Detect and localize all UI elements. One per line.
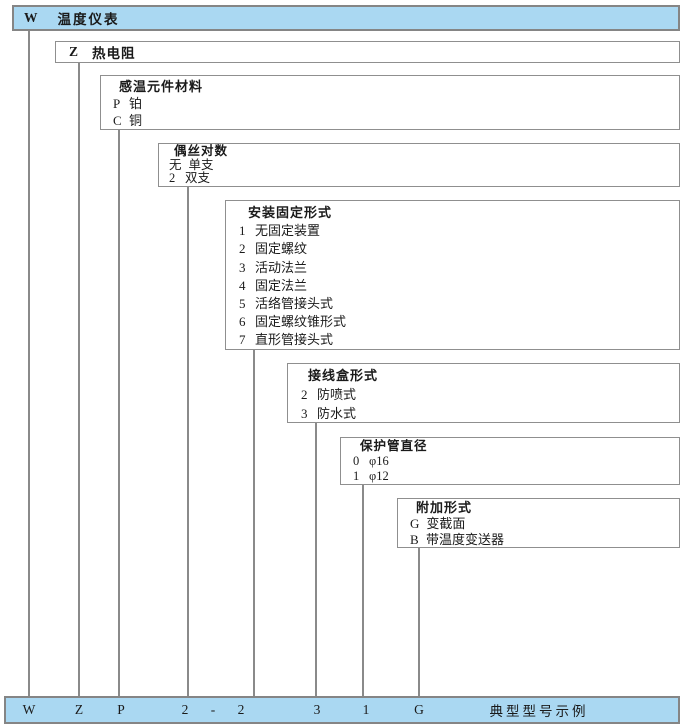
code-cell-p: P xyxy=(117,702,125,717)
code-cell-1: 1 xyxy=(362,702,370,717)
code-z: Z xyxy=(69,44,79,59)
option-label: 变截面 xyxy=(426,516,466,531)
code-cell-3: 3 xyxy=(313,702,321,717)
connector-line-junction-box xyxy=(315,423,317,696)
option-label: 直形管接头式 xyxy=(255,332,334,348)
option-row: 0 φ16 xyxy=(353,454,679,469)
connector-line-tube-diameter xyxy=(362,485,364,696)
option-label: 活动法兰 xyxy=(255,259,308,275)
option-row: B 带温度变送器 xyxy=(410,532,679,548)
option-row: 1 φ12 xyxy=(353,469,679,484)
option-row: 3 防水式 xyxy=(301,404,679,423)
box-title: 接线盒形式 xyxy=(308,368,379,383)
connector-line-z xyxy=(78,63,80,696)
connector-line-w xyxy=(28,31,30,696)
option-row: 2 双支 xyxy=(169,171,679,186)
option-code: 7 xyxy=(239,332,246,348)
option-code: 2 xyxy=(239,241,246,257)
model-example-caption: 典型型号示例 xyxy=(489,704,589,719)
code-cell-2a: 2 xyxy=(181,702,189,717)
option-row: 5 活络管接头式 xyxy=(239,295,679,313)
box-title: 偶丝对数 xyxy=(174,144,229,158)
option-code: C xyxy=(113,113,122,128)
option-code: 2 xyxy=(169,171,176,185)
box-title: 保护管直径 xyxy=(360,439,428,453)
box-title: 安装固定形式 xyxy=(248,205,333,220)
option-label: 无固定装置 xyxy=(255,223,321,239)
option-code: 3 xyxy=(239,259,246,275)
option-label: φ12 xyxy=(369,469,389,484)
option-code: 0 xyxy=(353,454,360,469)
code-cell-w: W xyxy=(22,702,36,717)
option-code: 1 xyxy=(353,469,360,484)
box-wire-pairs: 偶丝对数 无单支 2 双支 xyxy=(158,143,680,187)
option-label: 双支 xyxy=(185,171,211,185)
category-bar-temperature-instrument: W 温度仪表 xyxy=(12,5,680,31)
option-label: 活络管接头式 xyxy=(255,296,334,312)
option-code: B xyxy=(410,532,419,547)
box-title: 附加形式 xyxy=(416,500,473,515)
option-row: 7 直形管接头式 xyxy=(239,331,679,349)
option-row: G 变截面 xyxy=(410,516,679,532)
connector-line-wire-pairs xyxy=(187,187,189,696)
box-protection-tube-diameter: 保护管直径 0 φ16 1 φ12 xyxy=(340,437,680,485)
option-label: 铂 xyxy=(129,96,143,111)
code-cell-dash: - xyxy=(210,702,216,717)
option-code: 2 xyxy=(301,387,308,402)
option-label: 防水式 xyxy=(317,406,357,421)
option-code: P xyxy=(113,96,121,111)
model-code-bar: W Z P 2 - 2 3 1 G 典型型号示例 xyxy=(4,696,680,724)
option-label: φ16 xyxy=(369,454,389,469)
code-w: W xyxy=(24,10,38,25)
label-temperature-instrument: 温度仪表 xyxy=(57,12,120,27)
option-label: 固定螺纹锥形式 xyxy=(255,314,347,330)
option-label: 单支 xyxy=(188,157,214,172)
connector-line-additional xyxy=(418,548,420,696)
option-code: 3 xyxy=(301,406,308,421)
code-cell-2b: 2 xyxy=(237,702,245,717)
option-code: 4 xyxy=(239,277,246,293)
option-code: 1 xyxy=(239,223,246,239)
option-row: 3 活动法兰 xyxy=(239,259,679,277)
option-row: 无单支 xyxy=(169,157,679,173)
option-row: 2 防喷式 xyxy=(301,385,679,404)
option-row: 4 固定法兰 xyxy=(239,277,679,295)
label-thermal-resistance: 热电阻 xyxy=(92,46,136,61)
code-cell-z: Z xyxy=(74,702,84,717)
option-row: 2 固定螺纹 xyxy=(239,240,679,258)
connector-line-mounting xyxy=(253,350,255,696)
code-cell-g: G xyxy=(414,702,424,717)
option-code: 6 xyxy=(239,314,246,330)
option-code: G xyxy=(410,516,420,531)
option-label: 带温度变送器 xyxy=(426,532,505,547)
option-code: 5 xyxy=(239,296,246,312)
option-label: 固定螺纹 xyxy=(255,241,308,257)
option-row: 6 固定螺纹锥形式 xyxy=(239,313,679,331)
box-junction-box-type: 接线盒形式 2 防喷式 3 防水式 xyxy=(287,363,680,423)
option-row: 1 无固定装置 xyxy=(239,222,679,240)
box-title: 感温元件材料 xyxy=(119,79,204,94)
connector-line-sensor-material xyxy=(118,130,120,696)
option-label: 固定法兰 xyxy=(255,277,308,293)
option-label: 防喷式 xyxy=(317,387,357,402)
category-bar-thermal-resistance: Z 热电阻 xyxy=(55,41,680,63)
option-code: 无 xyxy=(169,157,182,172)
option-label: 铜 xyxy=(129,113,143,128)
box-additional-type: 附加形式 G 变截面 B 带温度变送器 xyxy=(397,498,680,548)
